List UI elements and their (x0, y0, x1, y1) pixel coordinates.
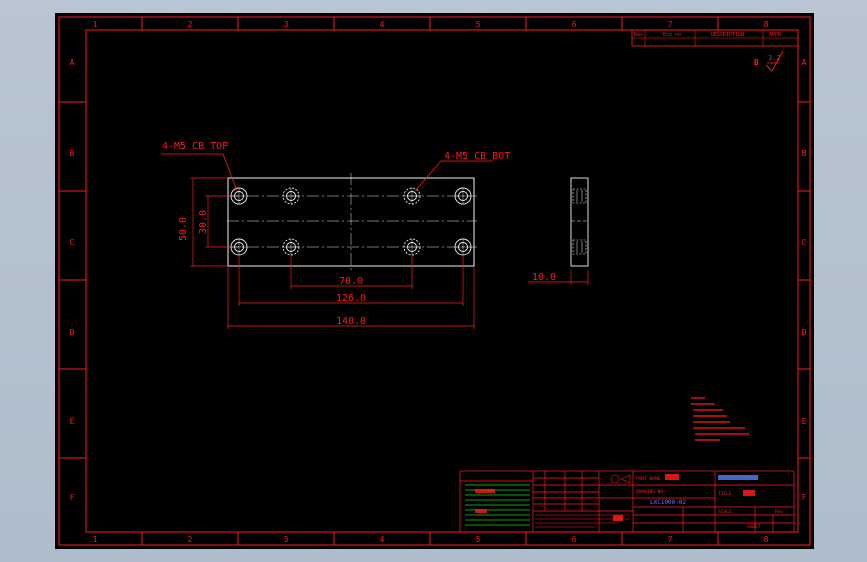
title-block-marks (610, 474, 758, 521)
col-label: 4 (380, 20, 385, 29)
row-label: A (70, 58, 75, 67)
col-label: 6 (572, 20, 577, 29)
col-label: 5 (476, 20, 481, 29)
col-label: 7 (668, 20, 673, 29)
counterbore-hole (230, 187, 248, 205)
dim-height-outer: 50.0 (178, 217, 189, 241)
technical-notes (691, 397, 749, 441)
dim-length: 140.0 (336, 316, 366, 327)
row-label: F (70, 493, 75, 502)
col-label: 7 (668, 535, 673, 544)
eco-header: Eco no (663, 32, 681, 38)
col-label: 6 (572, 535, 577, 544)
part-name-label: PART NAME (636, 476, 661, 482)
rev-label: Rev (775, 509, 783, 515)
counterbore-hole (282, 187, 300, 205)
inner-frame (85, 29, 799, 533)
view-symbol: B (754, 58, 759, 67)
drawing-canvas: 1 2 3 4 5 6 7 8 1 2 3 4 5 6 7 8 (58, 16, 811, 546)
description-header: DESCRIPTION (711, 32, 744, 38)
dim-hole-inner: 70.0 (339, 276, 363, 287)
row-label: F (802, 493, 807, 502)
col-label: 1 (93, 535, 98, 544)
col-label: 2 (188, 535, 193, 544)
row-label: E (802, 417, 807, 426)
part-number: LXC1000-02 (650, 499, 687, 506)
material-table (465, 484, 530, 526)
col-label: 8 (764, 20, 769, 29)
row-label: B (802, 149, 807, 158)
surface-roughness-symbol: B 3.2 (754, 50, 784, 72)
row-labels: A B C D E F A B C D E F (70, 58, 807, 502)
scale-label: SCALE (718, 509, 732, 515)
title-block-notes (535, 514, 630, 528)
counterbore-hole (282, 238, 300, 256)
dim-hole-outer: 126.0 (336, 293, 366, 304)
row-label: D (70, 328, 75, 337)
counterbore-hole (454, 187, 472, 205)
col-label: 3 (284, 535, 289, 544)
title-block (459, 470, 795, 533)
row-label: E (70, 417, 75, 426)
sheet-label: SHEET (747, 524, 761, 530)
counterbore-hole (230, 238, 248, 256)
column-labels-top: 1 2 3 4 5 6 7 8 (93, 20, 769, 29)
row-label: A (802, 58, 807, 67)
title-label: TITLE (718, 491, 732, 497)
side-view[interactable] (570, 177, 589, 267)
drawing-sheet: 1 2 3 4 5 6 7 8 1 2 3 4 5 6 7 8 (55, 13, 814, 549)
outer-frame (58, 16, 811, 546)
col-label: 8 (764, 535, 769, 544)
appr-header: APPR (769, 32, 782, 38)
col-label: 2 (188, 20, 193, 29)
col-label: 3 (284, 20, 289, 29)
rev-header: Rev (634, 32, 643, 38)
callouts (161, 153, 493, 192)
col-label: 4 (380, 535, 385, 544)
drawing-no-label: DRAWING NO. (636, 489, 666, 495)
revision-block: Rev Eco no DESCRIPTION APPR (631, 29, 799, 47)
counterbore-hole (454, 238, 472, 256)
counterbore-hole (403, 238, 421, 256)
callout-top-label: 4-M5 CB TOP (162, 141, 228, 152)
col-label: 1 (93, 20, 98, 29)
roughness-value: 3.2 (768, 54, 781, 62)
row-label: B (70, 149, 75, 158)
zone-ticks (59, 17, 810, 545)
column-labels-bottom: 1 2 3 4 5 6 7 8 (93, 535, 769, 544)
front-view[interactable] (227, 173, 477, 271)
col-label: 5 (476, 535, 481, 544)
dim-thickness: 10.0 (532, 272, 556, 283)
dimensions (190, 177, 589, 329)
row-label: C (802, 238, 807, 247)
dim-height-inner: 30.0 (198, 210, 209, 234)
row-label: C (70, 238, 75, 247)
callout-bot-label: 4-M5 CB BOT (444, 151, 510, 162)
row-label: D (802, 328, 807, 337)
counterbore-hole (403, 187, 421, 205)
